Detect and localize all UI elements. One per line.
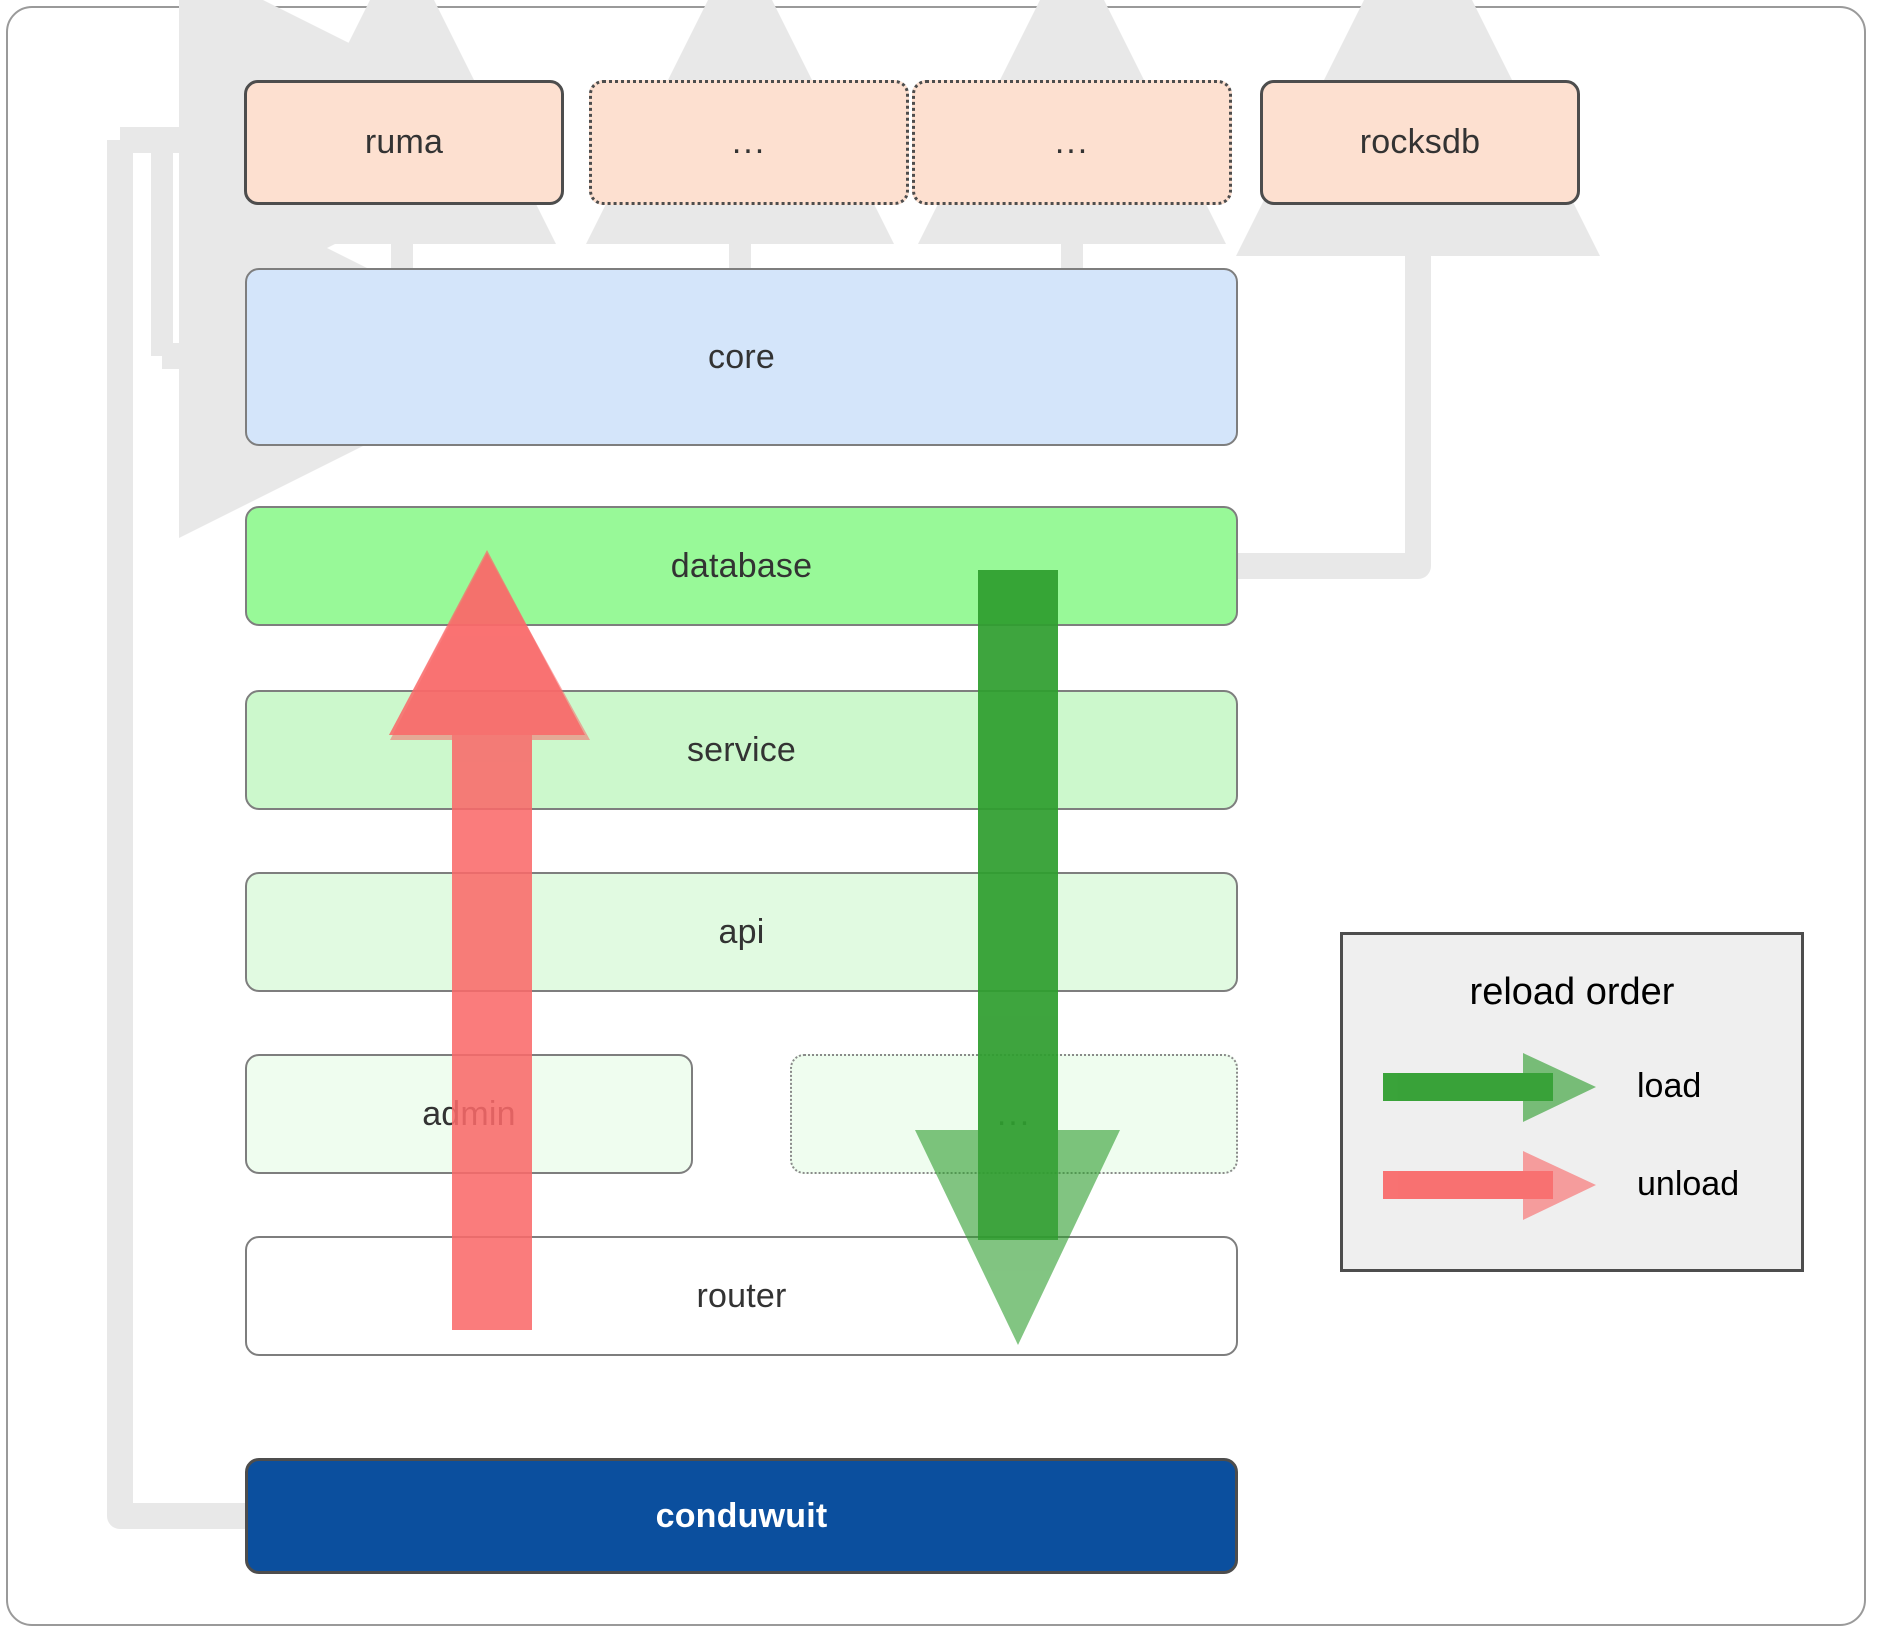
legend-label-load: load (1637, 1067, 1702, 1105)
unload-arrow-outer (390, 553, 590, 1330)
connector-conduwuit-trunk (107, 140, 245, 1529)
legend-label-unload: unload (1637, 1165, 1740, 1203)
legend-box: reload order load unload (1340, 932, 1804, 1272)
load-arrow-head (915, 570, 1120, 1345)
legend-title: reload order (1469, 971, 1675, 1013)
node-conduwuit[interactable]: conduwuit (245, 1458, 1238, 1574)
legend-unload-arrow-head (1383, 1151, 1596, 1220)
node-api[interactable]: api (245, 872, 1238, 992)
node-router[interactable]: router (245, 1236, 1238, 1356)
legend-load-arrow-head (1383, 1053, 1596, 1122)
legend-arrow-layer (1383, 1053, 1596, 1220)
